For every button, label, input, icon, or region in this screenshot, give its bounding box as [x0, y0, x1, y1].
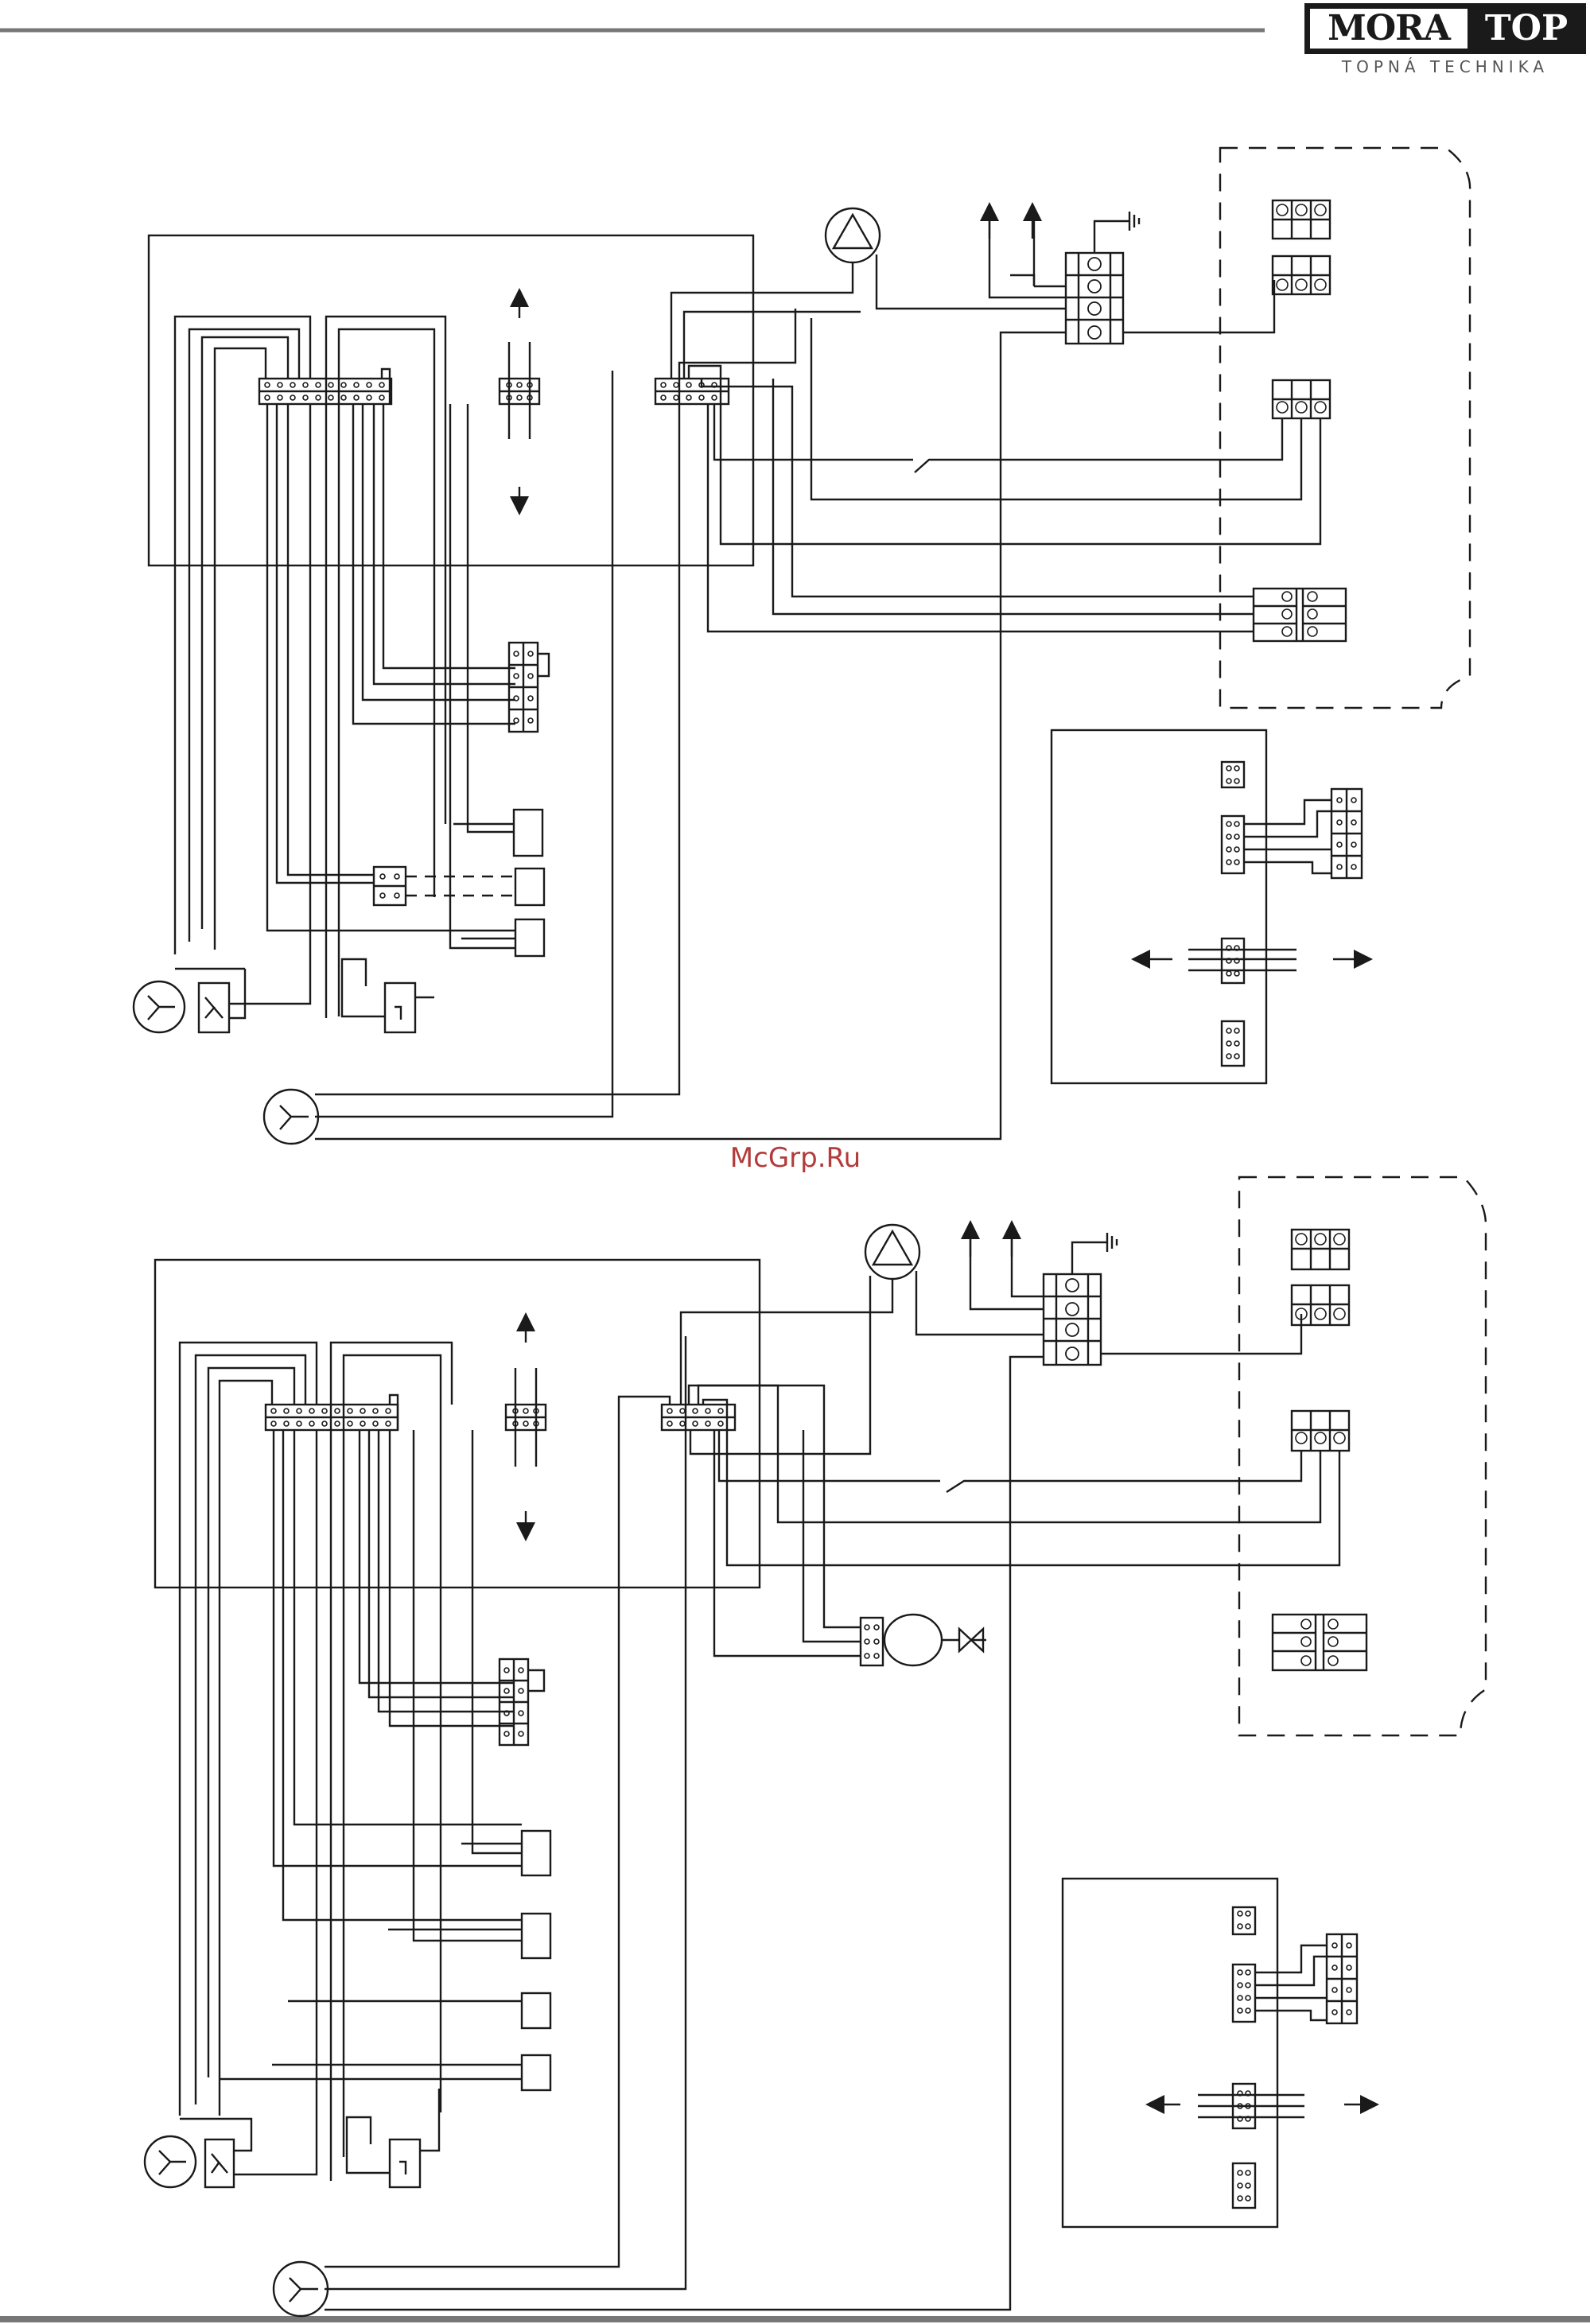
connector-c4-top — [1254, 589, 1346, 641]
connector-c4-bottom — [1273, 1615, 1366, 1670]
load-box-1-top — [514, 810, 542, 856]
terminal-mid-top — [500, 297, 539, 506]
load-box-2-bottom — [522, 1914, 550, 1958]
load-box-3-bottom — [522, 1993, 550, 2028]
load-box-3-top — [515, 919, 544, 956]
logo-right-text: TOP — [1472, 9, 1580, 49]
control-board-bottom — [155, 1260, 760, 1588]
load-box-2-top — [515, 869, 544, 905]
power-terminal-top — [1066, 253, 1123, 344]
load-box-1-bottom — [522, 1831, 550, 1875]
module-box-bottom — [1063, 1879, 1277, 2227]
terminal-strip-right-top — [655, 379, 729, 404]
watermark-text: McGrp.Ru — [700, 1142, 891, 1174]
logo-subtitle: TOPNÁ TECHNIKA — [1304, 57, 1586, 76]
terminal-mid-bottom — [506, 1322, 546, 1532]
logo-left-text: MORA — [1310, 9, 1468, 49]
diagram-bottom — [145, 1177, 1486, 2316]
valve-motor-bottom — [884, 1615, 942, 1665]
valve-connector-bottom — [861, 1618, 883, 1665]
brand-logo: MORA TOP — [1304, 3, 1586, 54]
diagram-top — [134, 148, 1470, 1144]
load-box-4-bottom — [522, 2055, 550, 2090]
